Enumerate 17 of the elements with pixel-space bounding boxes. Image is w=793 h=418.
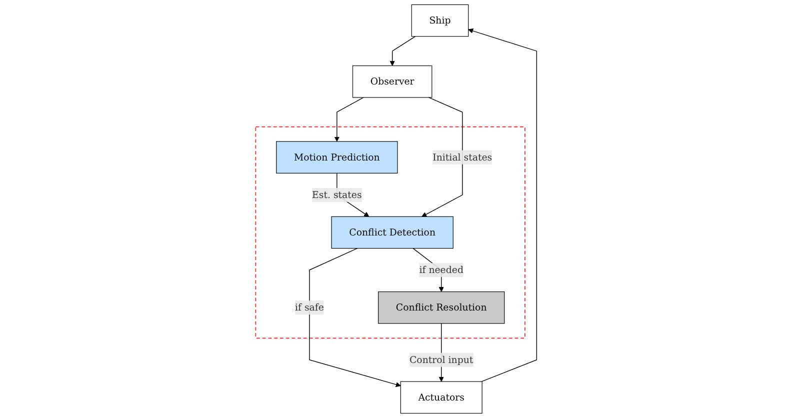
edge-label: Control input [410,354,474,366]
node-box: Ship [412,4,469,37]
node-box: Conflict Detection [332,216,454,249]
arrow [334,97,364,142]
edge-label: Initial states [432,151,492,163]
node-box: Actuators [400,381,483,414]
edge-label: if safe [295,302,324,313]
arrow [390,36,416,66]
arrow [468,28,538,382]
node-box: Motion Prediction [276,141,398,174]
arrow [309,248,402,388]
node-box: Observer [352,65,433,98]
arrow [422,97,464,217]
edge-label: if needed [420,264,464,276]
cluster [256,126,526,339]
edge-label: Est. states [312,189,362,200]
node-box: Conflict Resolution [378,291,505,324]
